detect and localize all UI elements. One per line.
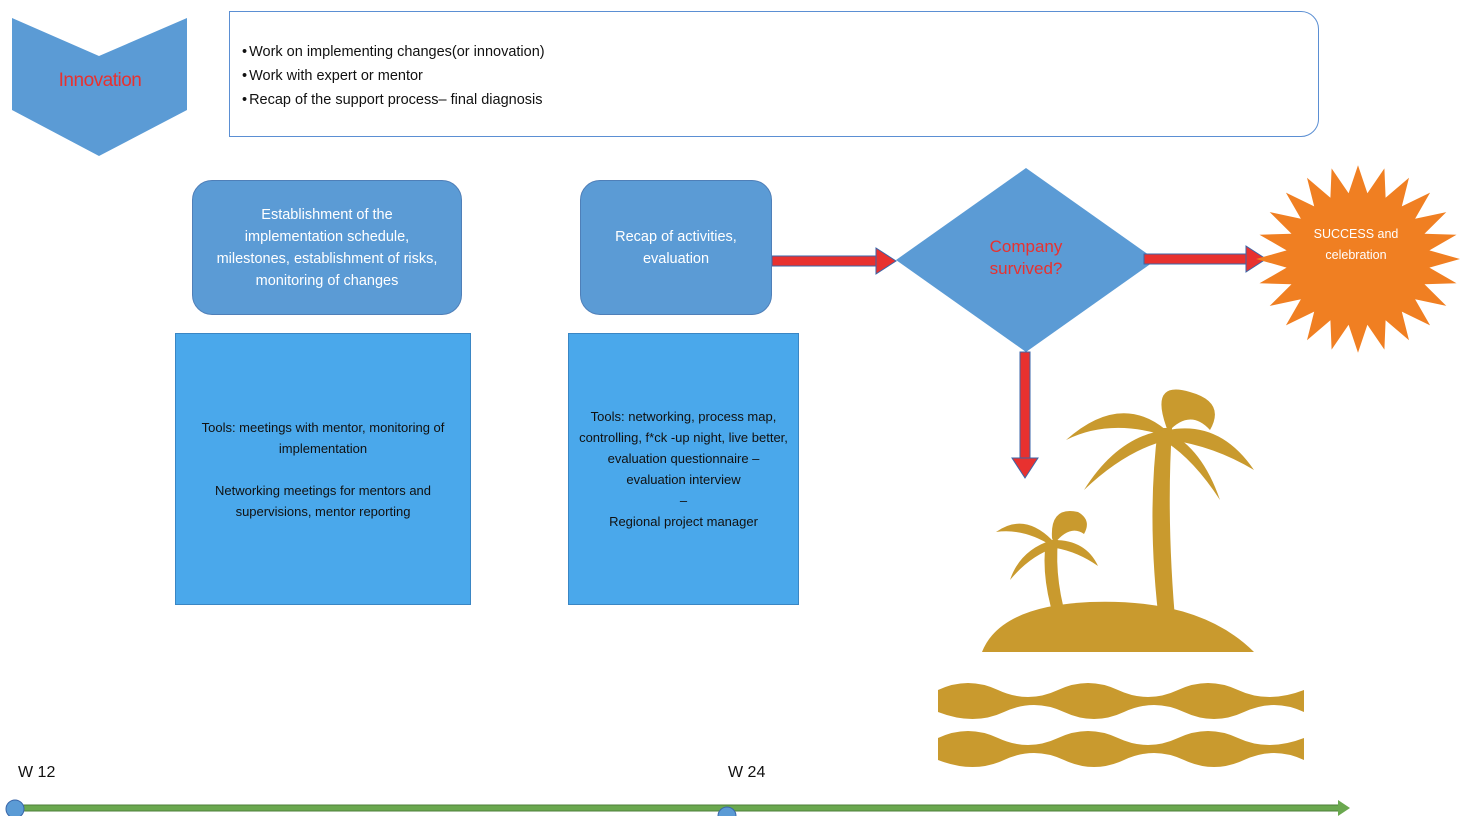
- decision-diamond: [896, 168, 1156, 352]
- star-burst-icon: [1256, 165, 1460, 353]
- tools-text: –: [679, 493, 688, 508]
- activity-item: Work with expert or mentor: [242, 64, 545, 88]
- decision-question: Company survived?: [989, 237, 1063, 278]
- step-schedule-text: Establishment of the implementation sche…: [216, 206, 438, 289]
- phase-label: Innovation: [58, 70, 142, 91]
- step-schedule-box: Establishment of the implementation sche…: [192, 180, 462, 315]
- timeline-arrow: [13, 800, 1350, 816]
- activities-list: Work on implementing changes(or innovati…: [242, 40, 545, 112]
- timeline-marker-start: [5, 799, 25, 816]
- activity-item: Recap of the support process– final diag…: [242, 88, 545, 112]
- innovation-chevron-shape: [12, 18, 187, 156]
- arrow-to-decision: [771, 247, 897, 275]
- arrow-to-island: [1011, 351, 1039, 479]
- timeline-marker-mid: [717, 806, 737, 816]
- arrow-to-success: [1143, 245, 1267, 273]
- tools-text: Regional project manager: [609, 514, 758, 529]
- tools-text: Tools: networking, process map, controll…: [579, 409, 788, 487]
- tools-text: Tools: meetings with mentor, monitoring …: [201, 419, 445, 456]
- tools-box-evaluation: Tools: networking, process map, controll…: [568, 333, 799, 605]
- palm-island-icon: [938, 389, 1304, 767]
- timeline-label-mid: W 24: [728, 764, 766, 781]
- step-recap-text: Recap of activities, evaluation: [615, 228, 737, 267]
- step-recap-box: Recap of activities, evaluation: [580, 180, 772, 315]
- timeline-label-start: W 12: [18, 764, 56, 781]
- tools-text: Networking meetings for mentors and supe…: [214, 482, 432, 519]
- activity-item: Work on implementing changes(or innovati…: [242, 40, 545, 64]
- success-label: SUCCESS and celebration: [1313, 227, 1399, 262]
- tools-box-mentor: Tools: meetings with mentor, monitoring …: [175, 333, 471, 605]
